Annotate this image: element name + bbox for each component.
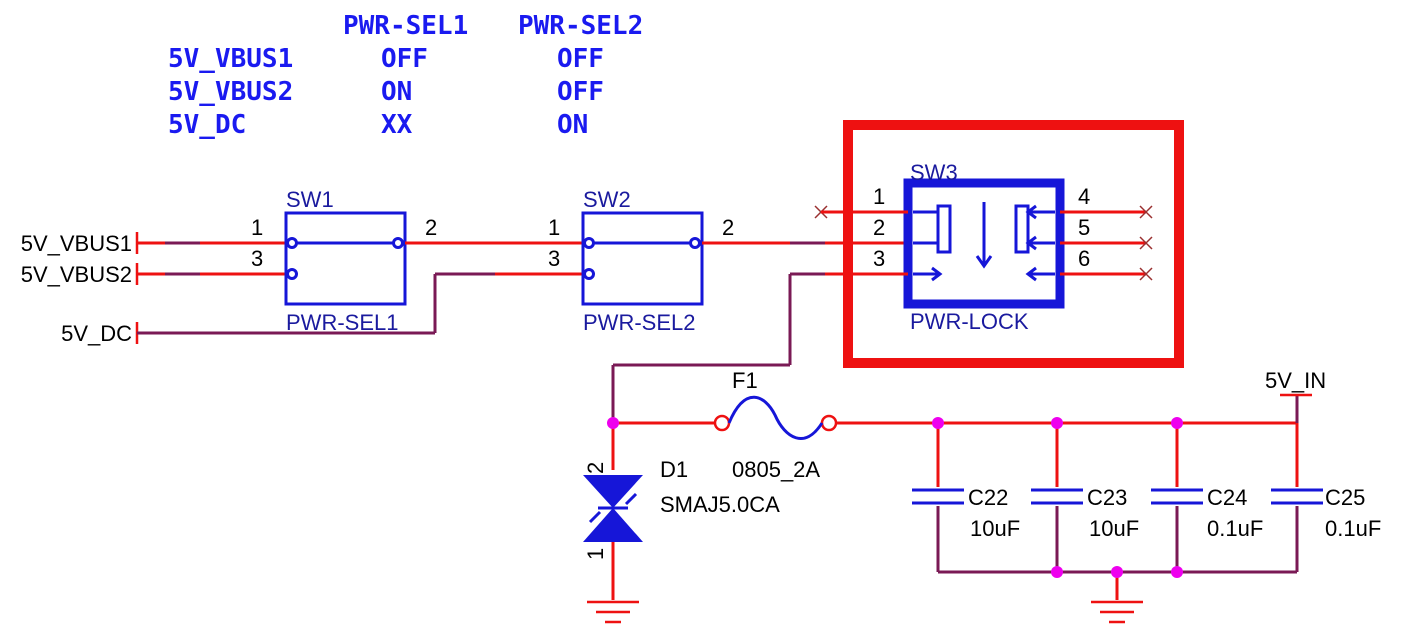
switch-sw1: 1 2 3 SW1 PWR-SEL1 <box>200 187 437 335</box>
sw1-ref: SW1 <box>286 187 334 212</box>
table-row-sel2: OFF <box>557 77 604 107</box>
sw3-pin-1: 1 <box>873 184 885 209</box>
capacitor-value: 10uF <box>970 516 1020 541</box>
capacitor-value: 0.1uF <box>1207 516 1263 541</box>
sw3-pin-5: 5 <box>1078 215 1090 240</box>
sw3-value: PWR-LOCK <box>910 309 1029 334</box>
sw2-pin-1: 1 <box>548 215 560 240</box>
truth-table: PWR-SEL1 PWR-SEL2 5V_VBUS1 OFF OFF 5V_VB… <box>168 11 643 140</box>
ground-symbol <box>587 600 639 624</box>
switch-sw2: 1 2 3 SW2 PWR-SEL2 <box>548 187 734 335</box>
diode-d1: 2 1 D1 SMAJ5.0CA <box>583 423 780 600</box>
sw2-value: PWR-SEL2 <box>583 310 695 335</box>
sw3-pin-3: 3 <box>873 246 885 271</box>
sw1-pin-1: 1 <box>251 215 263 240</box>
sw3-pin-4: 4 <box>1078 184 1090 209</box>
net-label-vbus1: 5V_VBUS1 <box>21 231 132 256</box>
sw1-pin-2: 2 <box>425 215 437 240</box>
capacitor-c23: C23 10uF <box>1031 423 1139 572</box>
table-header-sel1: PWR-SEL1 <box>343 11 468 41</box>
fuse-value: 0805_2A <box>732 457 820 482</box>
table-row-sel1: OFF <box>381 44 428 74</box>
diode-value: SMAJ5.0CA <box>660 492 780 517</box>
table-row-source: 5V_VBUS1 <box>168 44 293 74</box>
capacitor-value: 0.1uF <box>1325 516 1381 541</box>
net-label-vin: 5V_IN <box>1265 368 1326 393</box>
capacitor-c24: C24 0.1uF <box>1151 423 1263 572</box>
table-row-sel1: XX <box>381 110 413 140</box>
net-label-vbus2: 5V_VBUS2 <box>21 262 132 287</box>
sw3-ref: SW3 <box>910 160 958 185</box>
capacitor-value: 10uF <box>1089 516 1139 541</box>
capacitor-c25: C25 0.1uF <box>1271 423 1381 572</box>
sw3-pin-2: 2 <box>873 215 885 240</box>
table-header-sel2: PWR-SEL2 <box>518 11 643 41</box>
fuse-ref: F1 <box>732 368 758 393</box>
switch-sw3: 1 2 3 4 5 6 SW3 PWR-LOCK <box>788 160 1153 365</box>
capacitor-c22: C22 10uF <box>912 423 1020 572</box>
diode-ref: D1 <box>660 457 688 482</box>
table-row-source: 5V_DC <box>168 110 246 140</box>
fuse-f1: F1 0805_2A <box>613 368 1297 482</box>
table-row-sel1: ON <box>381 77 412 107</box>
net-port-vbus2: 5V_VBUS2 <box>21 262 200 287</box>
net-port-vin: 5V_IN <box>1265 368 1326 423</box>
diode-pin-1: 1 <box>583 548 608 560</box>
capacitor-ref: C25 <box>1325 485 1365 510</box>
table-row-sel2: ON <box>557 110 588 140</box>
net-label-dc: 5V_DC <box>61 321 132 346</box>
sw2-pin-2: 2 <box>722 215 734 240</box>
sw3-highlight-box <box>843 120 1184 368</box>
ground-symbol <box>1091 600 1143 624</box>
sw1-value: PWR-SEL1 <box>286 310 398 335</box>
capacitor-ref: C22 <box>968 485 1008 510</box>
sw2-pin-3: 3 <box>548 246 560 271</box>
capacitor-ref: C23 <box>1087 485 1127 510</box>
net-port-dc: 5V_DC <box>61 272 495 346</box>
sw1-pin-3: 3 <box>251 246 263 271</box>
table-row-sel2: OFF <box>557 44 604 74</box>
capacitor-ref: C24 <box>1207 485 1247 510</box>
sw2-ref: SW2 <box>583 187 631 212</box>
sw3-pin-6: 6 <box>1078 246 1090 271</box>
net-port-vbus1: 5V_VBUS1 <box>21 231 200 256</box>
table-row-source: 5V_VBUS2 <box>168 77 293 107</box>
junction-dots <box>607 417 1183 578</box>
diode-pin-2: 2 <box>583 462 608 474</box>
